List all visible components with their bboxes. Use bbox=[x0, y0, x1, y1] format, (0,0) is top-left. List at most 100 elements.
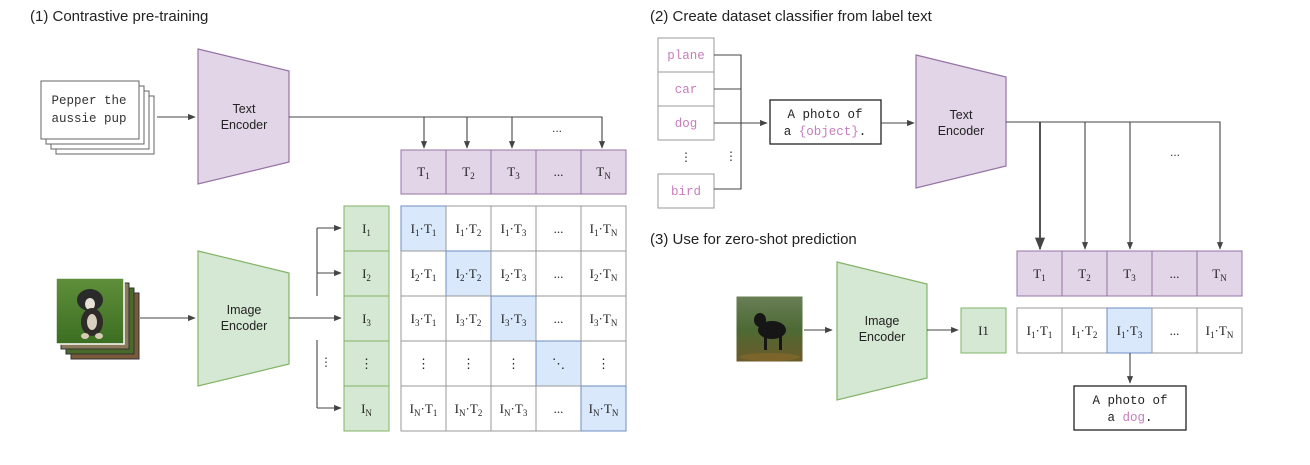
dog-icon bbox=[758, 321, 786, 339]
matrix-cell-label: I2​·T2​ bbox=[456, 266, 482, 283]
panel3-image-feature: I1 bbox=[960, 307, 1007, 354]
prompt-template: A photo of a {object}. bbox=[769, 99, 882, 145]
score-label: I1​·T2​ bbox=[1072, 323, 1098, 340]
label-ellipsis: ⋮ bbox=[680, 150, 692, 164]
dog-photo bbox=[735, 295, 804, 363]
template-line1: A photo of bbox=[787, 108, 862, 122]
image-feature-cell bbox=[343, 385, 390, 432]
text-feature-label: T2​ bbox=[462, 164, 474, 181]
matrix-cell-label: IN​·TN​ bbox=[589, 401, 619, 418]
matrix-diagonal-cell bbox=[580, 385, 627, 432]
panel3-text-feature-label: TN​ bbox=[1212, 266, 1227, 283]
panel3-text-feature-label: ... bbox=[1170, 266, 1180, 281]
matrix-cell-label: I3​·T2​ bbox=[456, 311, 482, 328]
label-text: plane bbox=[667, 49, 705, 63]
panel1-heading: (1) Contrastive pre-training bbox=[30, 8, 208, 25]
matrix-diagonal-cell bbox=[445, 250, 492, 297]
panel3-image-encoder-line2: Encoder bbox=[859, 330, 906, 344]
score-cell bbox=[1061, 307, 1108, 354]
matrix-cell bbox=[400, 250, 447, 297]
panel3-text-feature-cell bbox=[1061, 250, 1108, 297]
matrix-cell-label: ⋮ bbox=[462, 356, 475, 371]
panel3-image-encoder-line1: Image bbox=[865, 314, 900, 328]
matrix-cell bbox=[400, 295, 447, 342]
matrix-cell-label: I2​·T1​ bbox=[411, 266, 437, 283]
panel3-text-feature-row: T1​T2​T3​...TN​ bbox=[1016, 250, 1243, 297]
matrix-cell-label: ⋱ bbox=[552, 356, 565, 371]
matrix-cell-label: IN​·T2​ bbox=[455, 401, 483, 418]
score-cell bbox=[1151, 307, 1198, 354]
panel3-image-feature-label: I1 bbox=[978, 323, 989, 338]
prediction-line2: a dog. bbox=[1107, 411, 1152, 425]
score-label: I1​·T1​ bbox=[1027, 323, 1053, 340]
matrix-cell-label: IN​·T3​ bbox=[500, 401, 528, 418]
matrix-cell-label: ... bbox=[554, 266, 564, 281]
label-text: bird bbox=[671, 185, 701, 199]
text-input-stack: Pepper the aussie pup bbox=[40, 80, 155, 155]
text-feature-label: TN​ bbox=[596, 164, 611, 181]
matrix-cell-label: I3​·T3​ bbox=[501, 311, 527, 328]
panel1-text-arrows bbox=[289, 116, 606, 149]
matrix-cell bbox=[445, 340, 492, 387]
matrix-cell bbox=[580, 205, 627, 252]
label-text: dog bbox=[675, 117, 698, 131]
label-text: car bbox=[675, 83, 698, 97]
panel3-text-feature-label: T3​ bbox=[1123, 266, 1136, 283]
matrix-diagonal-cell bbox=[535, 340, 582, 387]
prediction-line1: A photo of bbox=[1092, 394, 1167, 408]
label-cell bbox=[657, 173, 715, 209]
text-input-line2: aussie pup bbox=[51, 112, 126, 126]
prediction-box: A photo of a dog. bbox=[1073, 385, 1187, 431]
matrix-cell bbox=[580, 250, 627, 297]
label-cell bbox=[657, 37, 715, 73]
image-feature-label: I3​ bbox=[362, 311, 371, 328]
panel2-text-encoder-line2: Encoder bbox=[938, 124, 985, 138]
label-side-ellipsis: ⋮ bbox=[725, 149, 737, 163]
image-feature-label: I1​ bbox=[362, 221, 371, 238]
image-feature-label: IN​ bbox=[361, 401, 372, 418]
text-feature-label: ... bbox=[554, 164, 564, 179]
matrix-cell bbox=[490, 205, 537, 252]
matrix-cell-label: I1​·T3​ bbox=[501, 221, 527, 238]
panel1-image-encoder: Image Encoder bbox=[197, 250, 290, 387]
label-arrows bbox=[714, 54, 768, 190]
panel3-image-encoder: Image Encoder bbox=[836, 261, 928, 401]
panel3-text-feature-label: T1​ bbox=[1033, 266, 1045, 283]
panel1-text-encoder: Text Encoder bbox=[197, 48, 290, 185]
panel1-image-side-ellipsis: ⋮ bbox=[320, 355, 332, 369]
matrix-cell-label: I2​·T3​ bbox=[501, 266, 527, 283]
panel2-text-encoder-line1: Text bbox=[950, 108, 973, 122]
matrix-cell-label: I1​·T2​ bbox=[456, 221, 482, 238]
panel2-top-ellipsis: ... bbox=[1170, 145, 1180, 159]
matrix-cell-label: ... bbox=[554, 221, 564, 236]
panel1-image-arrows bbox=[289, 224, 342, 412]
template-placeholder: {object} bbox=[799, 125, 859, 139]
matrix-cell-label: ... bbox=[554, 401, 564, 416]
text-feature-cell bbox=[490, 149, 537, 195]
matrix-cell bbox=[445, 295, 492, 342]
matrix-cell-label: I3​·T1​ bbox=[411, 311, 437, 328]
text-feature-cell bbox=[445, 149, 492, 195]
template-line2: a {object}. bbox=[784, 125, 867, 139]
image-feature-label: I2​ bbox=[362, 266, 371, 283]
matrix-cell-label: ⋮ bbox=[597, 356, 610, 371]
image-feature-label: ⋮ bbox=[360, 356, 373, 371]
panel1-text-top-ellipsis: ... bbox=[552, 121, 562, 135]
score-label: I1​·TN​ bbox=[1206, 323, 1234, 340]
panel3-text-feature-cell bbox=[1196, 250, 1243, 297]
matrix-cell-label: I1​·TN​ bbox=[590, 221, 618, 238]
matrix-cell-label: I1​·T1​ bbox=[411, 221, 437, 238]
panel1-image-encoder-line1: Image bbox=[227, 303, 262, 317]
text-feature-cell bbox=[580, 149, 627, 195]
panel3-heading: (3) Use for zero-shot prediction bbox=[650, 231, 857, 248]
image-feature-cell bbox=[343, 205, 390, 252]
image-input-stack bbox=[55, 277, 140, 360]
panel2-heading: (2) Create dataset classifier from label… bbox=[650, 8, 933, 25]
matrix-cell bbox=[535, 385, 582, 432]
matrix-cell bbox=[580, 295, 627, 342]
panel1-text-encoder-line2: Encoder bbox=[221, 118, 268, 132]
panel1-image-feature-column: I1​ I2​ I3​ ⋮ IN​ bbox=[343, 205, 390, 432]
panel1-text-feature-row: T1​T2​T3​...TN​ bbox=[400, 149, 627, 195]
